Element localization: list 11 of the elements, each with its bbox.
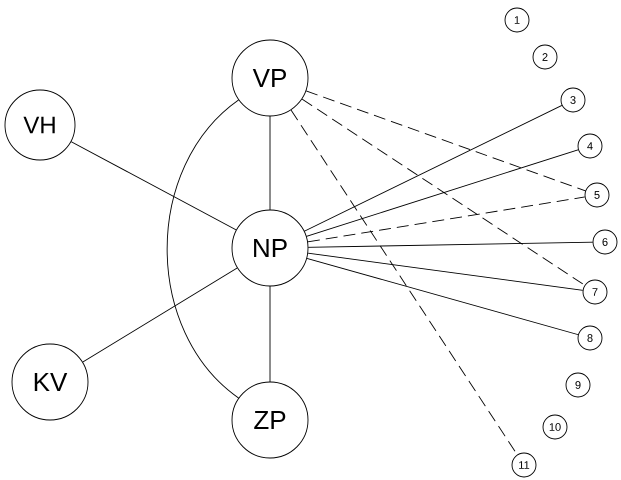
connector-line [302, 98, 586, 286]
connector-line [306, 90, 586, 192]
connector-line [166, 100, 239, 398]
connector-line [308, 196, 586, 242]
connector-line [306, 149, 579, 237]
connector-line [308, 242, 593, 248]
connector-line [308, 252, 584, 291]
connector-line [82, 268, 238, 362]
connector-line [70, 141, 237, 230]
connector-line [306, 258, 578, 336]
connector-line [304, 105, 562, 232]
